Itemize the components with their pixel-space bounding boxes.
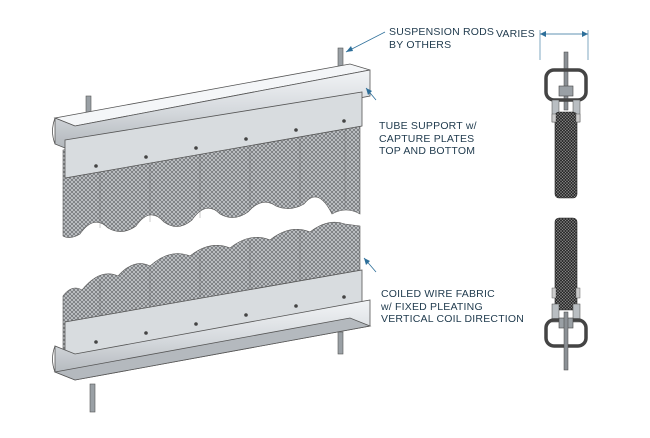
section-rod-top <box>563 51 569 111</box>
lower-tube-bottom <box>53 317 372 381</box>
callout-tube-line-1: TUBE SUPPORT w/ <box>379 120 477 132</box>
callout-fabric-line-2: w/ FIXED PLEATING <box>381 300 483 313</box>
suspension-rod-lower-right <box>337 331 344 355</box>
lower-assembly <box>52 221 372 413</box>
callout-suspension-line-2: BY OTHERS <box>389 38 452 51</box>
section-mesh-upper <box>554 111 578 199</box>
section-view <box>539 30 589 371</box>
callout-suspension-line-1: SUSPENSION RODS <box>389 26 495 38</box>
callout-tube-line-3: TOP AND BOTTOM <box>379 145 476 157</box>
varies-label: VARIES <box>496 28 535 40</box>
callout-fabric-line-1: COILED WIRE FABRIC <box>381 288 495 300</box>
upper-capture-plate <box>64 91 363 179</box>
callout-suspension-rods: SUSPENSION RODS BY OTHERS <box>389 26 494 51</box>
section-rod-bottom <box>563 311 569 371</box>
suspension-rod-lower-left <box>89 383 96 413</box>
callout-tube-line-2: CAPTURE PLATES <box>379 132 475 145</box>
dimension-varies-label: VARIES <box>496 28 535 41</box>
callout-coiled-wire-fabric: COILED WIRE FABRIC w/ FIXED PLEATING VER… <box>381 288 524 326</box>
callout-fabric-line-3: VERTICAL COIL DIRECTION <box>381 313 525 325</box>
callout-tube-support: TUBE SUPPORT w/ CAPTURE PLATES TOP AND B… <box>379 120 477 158</box>
section-tube-top <box>544 68 588 102</box>
upper-assembly <box>52 47 371 238</box>
section-mesh-lower <box>554 217 578 311</box>
